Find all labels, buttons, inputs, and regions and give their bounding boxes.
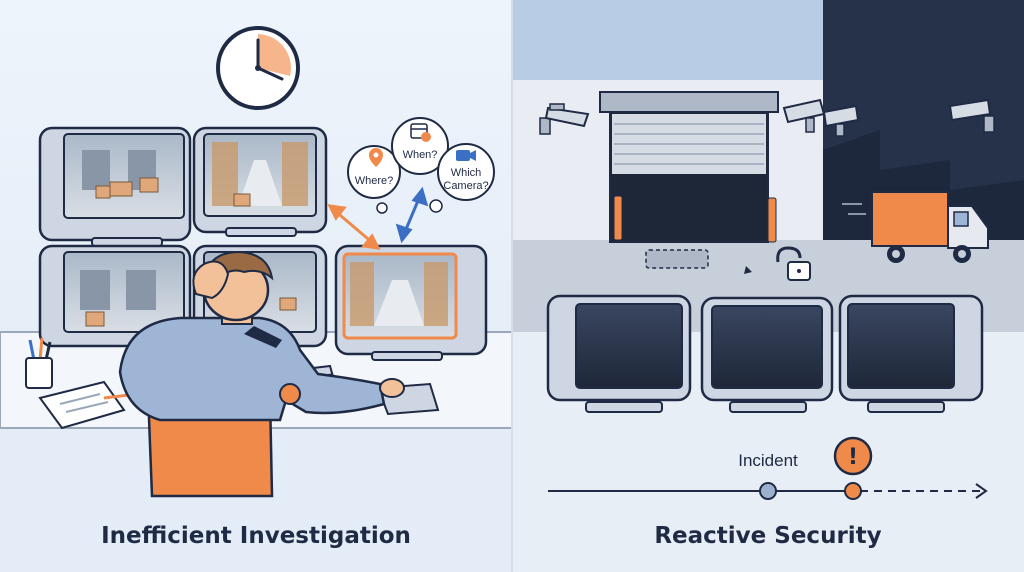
where-label: Where? — [355, 175, 394, 187]
security-camera-icon — [822, 104, 860, 137]
monitor-dark-left — [546, 294, 692, 413]
left-panel: Where? When? Which Camera? — [0, 0, 513, 572]
broken-plank — [645, 249, 709, 269]
left-caption: Inefficient Investigation — [101, 523, 411, 549]
broken-lock-icon — [776, 246, 811, 281]
when-label: When? — [403, 149, 438, 161]
security-camera-icon — [948, 98, 995, 133]
incident-label: Incident — [738, 451, 798, 470]
pencil-cup — [25, 337, 53, 389]
security-guard — [118, 250, 405, 422]
double-arrow-icon — [327, 204, 381, 250]
security-camera-icon — [539, 103, 590, 135]
video-camera-icon — [456, 150, 476, 161]
wall-clock-icon — [216, 26, 300, 110]
which-label-line1: Which — [451, 167, 482, 179]
location-pin-icon — [369, 148, 383, 167]
alert-symbol: ! — [848, 445, 858, 470]
timeline-point — [759, 482, 777, 500]
monitor-bottom-left — [38, 244, 192, 348]
timeline-incident-point — [844, 482, 862, 500]
monitor-top-left — [38, 126, 192, 247]
right-caption: Reactive Security — [654, 523, 881, 549]
monitor-top-center — [192, 126, 328, 237]
monitor-dark-center — [700, 296, 834, 413]
right-panel: ! Incident Reactive Security — [513, 0, 1024, 572]
monitor-bottom-right — [334, 244, 488, 361]
monitor-dark-right — [838, 294, 984, 413]
papers — [38, 380, 139, 430]
truck-icon — [842, 191, 989, 263]
which-label-line2: Camera? — [443, 180, 488, 192]
warehouse-door — [599, 91, 779, 243]
timeline: ! Incident — [548, 436, 988, 500]
calendar-icon — [410, 123, 431, 142]
alert-icon: ! — [833, 436, 873, 476]
thought-bubbles: Where? When? Which Camera? — [347, 117, 495, 214]
double-arrow-icon — [395, 186, 429, 244]
